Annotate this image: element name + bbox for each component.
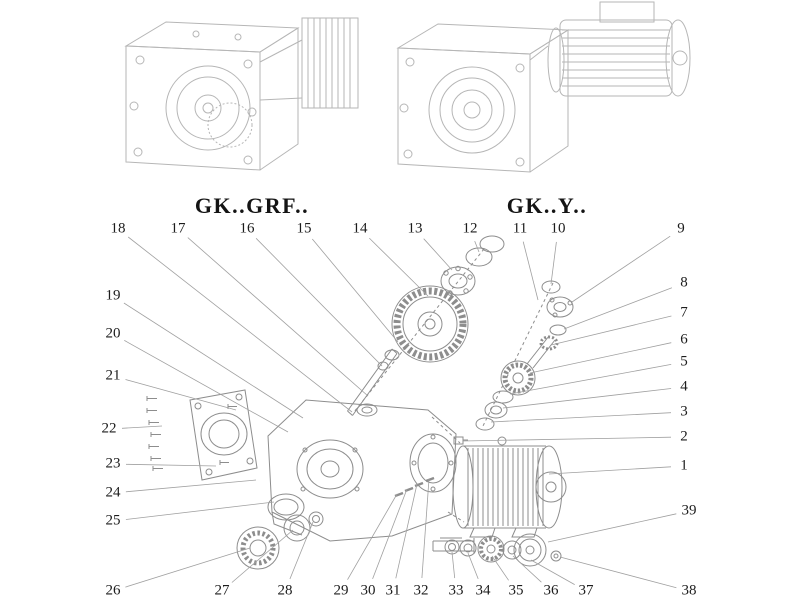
part-number-4: 4 — [680, 378, 688, 395]
leader-line-2 — [462, 436, 672, 442]
leader-line-15 — [311, 238, 399, 343]
leader-line-7 — [550, 315, 672, 346]
part-number-7: 7 — [680, 304, 688, 321]
leader-line-3 — [490, 412, 672, 423]
leader-line-27 — [231, 529, 294, 583]
part-number-5: 5 — [680, 353, 688, 370]
leader-line-31 — [395, 483, 418, 579]
leader-line-30 — [372, 488, 408, 580]
part-number-30: 30 — [360, 582, 376, 599]
leader-line-39 — [547, 513, 677, 543]
part-number-35: 35 — [508, 582, 524, 599]
leader-line-10 — [550, 241, 557, 285]
leader-line-25 — [125, 501, 275, 520]
leader-lines-layer — [121, 235, 677, 589]
part-number-22: 22 — [101, 420, 117, 437]
model-label-gk-y: GK..Y.. — [506, 193, 588, 218]
part-number-9: 9 — [677, 220, 685, 237]
leader-line-22 — [121, 425, 163, 429]
part-number-14: 14 — [352, 220, 368, 237]
part-number-15: 15 — [296, 220, 312, 237]
leader-line-33 — [451, 551, 456, 579]
input-shaft — [347, 348, 400, 416]
part-number-18: 18 — [110, 220, 126, 237]
part-number-20: 20 — [105, 325, 121, 342]
part-number-29: 29 — [333, 582, 349, 599]
part-number-33: 33 — [448, 582, 464, 599]
part-number-6: 6 — [680, 331, 688, 348]
gearbox-drawing-y — [396, 1, 691, 173]
leader-line-21 — [125, 379, 237, 411]
flange-screws — [146, 396, 237, 471]
input-bearing — [440, 265, 476, 296]
part-number-36: 36 — [543, 582, 559, 599]
part-number-19: 19 — [105, 287, 121, 304]
part-number-24: 24 — [105, 484, 121, 501]
output-shaft-assembly — [432, 533, 562, 567]
leader-line-32 — [421, 478, 430, 579]
part-number-8: 8 — [680, 274, 688, 291]
part-number-38: 38 — [681, 582, 697, 599]
electric-motor — [452, 436, 567, 538]
part-number-25: 25 — [105, 512, 121, 529]
leader-line-24 — [125, 479, 257, 493]
output-rings-and-ring-gear — [236, 493, 324, 570]
part-number-13: 13 — [407, 220, 423, 237]
part-number-39: 39 — [681, 502, 697, 519]
leader-line-8 — [563, 287, 673, 330]
part-number-23: 23 — [105, 455, 121, 472]
leader-line-17 — [187, 237, 369, 397]
leader-line-9 — [571, 235, 671, 303]
assembly-axis-dashed — [353, 248, 554, 523]
gear-housing — [267, 399, 457, 542]
leader-line-11 — [522, 241, 539, 301]
leader-line-19 — [123, 302, 304, 419]
part-number-21: 21 — [105, 367, 121, 384]
leader-line-16 — [255, 238, 383, 367]
part-number-16: 16 — [239, 220, 255, 237]
leader-line-36 — [512, 555, 542, 583]
leader-line-26 — [125, 547, 251, 588]
leader-line-20 — [124, 340, 289, 433]
leader-line-28 — [289, 521, 314, 580]
part-number-31: 31 — [385, 582, 401, 599]
leader-line-34 — [467, 552, 479, 580]
leader-line-13 — [423, 238, 453, 271]
part-number-28: 28 — [277, 582, 293, 599]
leader-line-14 — [369, 237, 429, 297]
part-number-37: 37 — [578, 582, 594, 599]
leader-line-6 — [529, 342, 672, 374]
leader-line-38 — [559, 556, 677, 589]
leader-line-5 — [509, 364, 672, 395]
leader-line-37 — [530, 559, 575, 585]
part-number-2: 2 — [680, 428, 688, 445]
gearbox-drawing-grf — [124, 17, 359, 171]
motor-mounting-bolts — [394, 476, 435, 498]
leader-line-18 — [127, 236, 353, 413]
leader-line-23 — [125, 463, 217, 467]
part-number-27: 27 — [214, 582, 230, 599]
leader-line-1 — [548, 466, 672, 475]
vent-plug — [453, 436, 468, 445]
model-label-gk-grf: GK..GRF.. — [194, 193, 310, 218]
part-number-32: 32 — [413, 582, 429, 599]
part-number-26: 26 — [105, 582, 121, 599]
large-gear — [391, 285, 469, 363]
part-number-1: 1 — [680, 457, 688, 474]
part-number-17: 17 — [170, 220, 186, 237]
leader-line-12 — [474, 240, 480, 253]
retaining-rings-top — [465, 235, 505, 267]
mounting-flange — [189, 389, 258, 481]
part-number-10: 10 — [550, 220, 566, 237]
part-number-34: 34 — [475, 582, 491, 599]
leader-line-4 — [502, 388, 672, 409]
exploded-view — [146, 235, 574, 570]
part-number-3: 3 — [680, 403, 688, 420]
part-number-12: 12 — [462, 220, 478, 237]
pinion-chain — [475, 280, 574, 431]
leader-line-29 — [347, 493, 398, 580]
part-number-11: 11 — [512, 220, 528, 237]
leader-line-35 — [491, 555, 509, 581]
